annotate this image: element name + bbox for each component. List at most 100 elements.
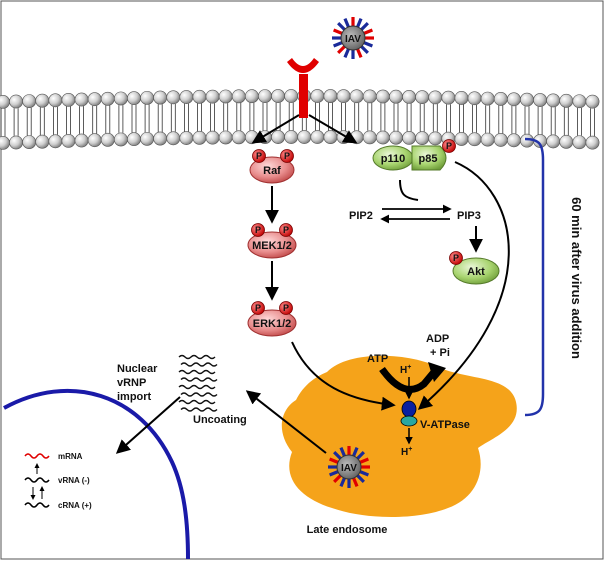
lipid-tail [236,102,242,131]
lipid-head [310,130,325,144]
virus-spike [339,477,346,488]
lipid-head [428,131,443,146]
lipid-tail [380,103,386,131]
lipid-head [454,132,469,146]
atp-label: ATP [367,353,388,365]
vrnp-strand [178,369,216,375]
lipid-tail [53,106,58,135]
lipid-head [192,130,207,145]
lipid-head [415,90,430,105]
lipid-tail [550,107,556,135]
lipid-head [428,90,443,105]
lipid-head [22,135,37,149]
lipid-tail [432,103,438,132]
virus-spike [337,22,346,31]
mek-node: MEK1/2 P P [247,223,297,259]
lipid-tail [472,104,477,133]
arrow-endosome-to-uncoating [245,390,327,454]
lipid-head [493,133,508,147]
arrow-pi3k-to-atpase [417,161,510,410]
lipid-tail [498,105,504,134]
arrow-receptor-to-raf [251,114,300,144]
mek-phospho-left: P [251,223,265,237]
virus-spike [333,474,342,483]
lipid-head [572,135,587,150]
timeline-label: 60 min after virus addition [569,197,584,359]
lipid-head [153,90,168,105]
virus-spike [332,28,343,35]
lipid-head [507,133,521,148]
lipid-tail [13,108,19,136]
lipid-head [74,133,89,148]
lipid-tail [406,103,412,132]
arrow-receptor-to-pi3k [308,114,358,144]
lipid-head [493,92,508,106]
virus-spike [332,41,343,48]
virus-spike [343,17,350,28]
lipid-tail [524,106,530,135]
vrna-label: vRNA (-) [58,476,90,485]
lipid-head [127,132,141,147]
lipid-head [402,90,416,104]
lipid-head [179,131,194,145]
lipid-tail [354,102,360,131]
virus-spike [328,457,339,464]
erk-label: ERK1/2 [253,318,292,330]
lipid-tail [66,106,71,135]
lipid-head [572,94,587,109]
virus-spike [363,28,374,35]
lipid-tail [197,103,202,132]
virus-spike [356,48,363,59]
pip3-label: PIP3 [457,210,481,222]
lipid-head [362,89,377,104]
lipid-tail [341,102,346,131]
lipid-tail [144,104,150,133]
lipid-head [507,92,521,107]
crna-wave-icon [24,502,50,508]
virus-spike [363,41,374,48]
lipid-head [9,94,23,109]
lipid-head [0,136,10,150]
late-endosome [281,355,517,517]
lipid-head [402,131,416,145]
atp-hydrolysis-arrowhead [428,362,446,382]
lipid-tail [210,103,215,132]
virus-spike [360,45,369,54]
lipid-tail [315,102,320,131]
virus-spike [356,17,363,28]
lipid-head [22,94,37,108]
lipid-head [61,134,76,148]
lipid-head [218,89,233,104]
virus-endosome-label: IAV [341,463,357,474]
lipid-head [441,90,456,105]
raf-label: Raf [263,165,281,177]
lipid-head [231,130,246,145]
lipid-tail [118,105,124,133]
pi3k-catalysis-curve [399,179,419,201]
nuclear-import-line2: vRNP [117,377,146,389]
lipid-head [585,135,600,150]
lipid-head [205,89,220,104]
virus-label: IAV [345,34,361,45]
svg-text:P: P [283,225,289,235]
lipid-head [179,90,194,104]
lipid-tail [92,105,98,134]
erk-phospho-right: P [279,301,293,315]
lipid-head [35,93,50,108]
lipid-head [375,130,390,145]
akt-phospho: P [449,251,463,265]
lipid-tail [537,106,543,135]
lipid-tail [223,103,229,131]
lipid-head [585,94,600,109]
lipid-tail [393,103,399,132]
lipid-head [310,89,325,103]
vrnp-strand [178,384,216,390]
uncoating-label: Uncoating [193,414,247,426]
lipid-head [323,89,338,103]
pi-label: + Pi [430,347,450,359]
lipid-tail [577,107,582,136]
lipid-tail [0,108,6,137]
